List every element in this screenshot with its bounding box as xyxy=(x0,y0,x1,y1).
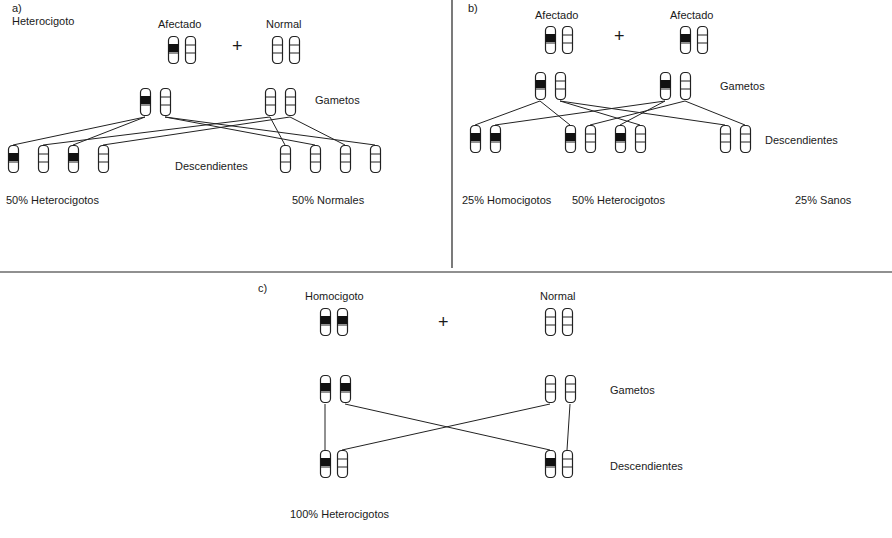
label: Normal xyxy=(540,290,575,303)
label: + xyxy=(232,36,243,56)
label: Afectado xyxy=(158,18,201,31)
label: Heterocigoto xyxy=(12,15,74,28)
cross-lines-c xyxy=(325,404,570,450)
chromosomes-a xyxy=(9,37,381,173)
chromosomes-b xyxy=(471,27,751,153)
chromosomes-c xyxy=(321,309,576,478)
label: 50% Heterocigotos xyxy=(6,194,99,207)
label: Descendientes xyxy=(765,134,838,147)
label: Normal xyxy=(266,18,301,31)
label: + xyxy=(614,26,625,46)
label: Gametos xyxy=(610,384,655,397)
label: 25% Homocigotos xyxy=(462,194,551,207)
label: Gametos xyxy=(720,80,765,93)
cross-lines-a xyxy=(13,117,375,145)
label: + xyxy=(438,312,449,332)
label: 25% Sanos xyxy=(795,194,851,207)
cross-lines-b xyxy=(475,101,745,125)
label: Descendientes xyxy=(610,460,683,473)
label: Afectado xyxy=(535,9,578,22)
label: Homocigoto xyxy=(305,290,364,303)
label: Gametos xyxy=(315,94,360,107)
label: Afectado xyxy=(670,9,713,22)
divider xyxy=(0,271,892,272)
label: 50% Normales xyxy=(292,194,364,207)
label: Descendientes xyxy=(175,160,248,173)
label: a) xyxy=(12,2,22,15)
divider xyxy=(451,0,452,268)
label: c) xyxy=(258,282,267,295)
label: b) xyxy=(468,2,478,15)
label: 100% Heterocigotos xyxy=(290,508,389,521)
label: 50% Heterocigotos xyxy=(572,194,665,207)
